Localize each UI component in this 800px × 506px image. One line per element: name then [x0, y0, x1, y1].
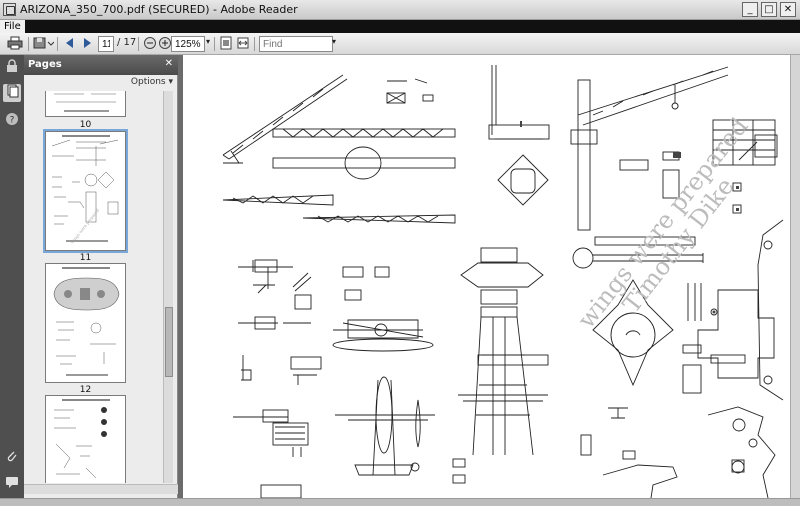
pages-icon[interactable] [3, 84, 21, 102]
fit-width-icon[interactable] [234, 36, 252, 52]
maximize-button[interactable]: □ [761, 2, 777, 17]
page-label-10: 10 [79, 120, 92, 130]
fit-page-icon[interactable] [217, 36, 235, 52]
pages-panel-scroll-thumb[interactable] [165, 307, 173, 377]
page-label-12: 12 [79, 385, 92, 395]
page-thumbnails: 10 wings were pre [24, 91, 164, 483]
zoom-dropdown-icon[interactable]: ▾ [206, 37, 211, 46]
paperclip-icon[interactable] [3, 449, 21, 467]
pages-panel-hscrollbar[interactable] [24, 484, 178, 494]
find-dropdown-icon[interactable]: ▾ [332, 37, 337, 46]
menu-file[interactable]: File [0, 20, 25, 33]
arrow-right-icon[interactable] [78, 36, 96, 52]
close-icon[interactable]: ✕ [164, 58, 173, 69]
page-thumbnail-12[interactable] [45, 263, 126, 383]
zoom-in-icon[interactable] [156, 36, 174, 52]
page-thumbnail-11[interactable]: wings were prepared [43, 129, 128, 253]
pdf-page: wings were prepared Timothy Dike [183, 55, 790, 498]
page-total: / 17 [117, 37, 137, 48]
document-area: wings were prepared Timothy Dike [178, 55, 800, 498]
lock-icon[interactable] [3, 59, 21, 77]
minimize-button[interactable]: _ [742, 2, 758, 17]
zoom-out-icon[interactable] [141, 36, 159, 52]
options-menu[interactable]: Options ▾ [130, 77, 173, 87]
svg-text:wings were prepared: wings were prepared [70, 207, 101, 244]
page-number-input[interactable] [98, 36, 114, 52]
help-icon[interactable]: ? [3, 112, 21, 130]
ship-drawings [222, 65, 784, 498]
app-icon [3, 3, 16, 16]
zoom-level-input[interactable] [171, 36, 205, 52]
document-scrollbar[interactable] [790, 55, 800, 498]
find-input[interactable] [259, 36, 333, 52]
pages-panel: Pages ✕ Options ▾ 10 [24, 55, 178, 498]
page-label-11: 11 [79, 253, 92, 263]
toolbar: / 17 ▾ ▾ [0, 33, 800, 55]
window-title: ARIZONA_350_700.pdf (SECURED) - Adobe Re… [20, 3, 298, 16]
page-thumbnail-13[interactable] [45, 395, 126, 483]
title-bar: ARIZONA_350_700.pdf (SECURED) - Adobe Re… [0, 0, 800, 20]
status-bar [0, 498, 800, 506]
svg-text:?: ? [10, 116, 15, 126]
page-thumbnail-10[interactable] [45, 91, 126, 117]
comment-icon[interactable] [3, 475, 21, 493]
close-button[interactable]: ✕ [780, 2, 796, 17]
navigation-rail: ? [0, 55, 24, 498]
pages-panel-title: Pages [28, 59, 62, 70]
menu-bar: File [0, 20, 800, 33]
pages-panel-header: Pages ✕ [24, 55, 178, 75]
arrow-left-icon[interactable] [61, 36, 79, 52]
printer-icon[interactable] [6, 36, 24, 52]
save-icon[interactable] [32, 36, 55, 52]
pages-panel-scrollbar[interactable] [163, 91, 173, 483]
